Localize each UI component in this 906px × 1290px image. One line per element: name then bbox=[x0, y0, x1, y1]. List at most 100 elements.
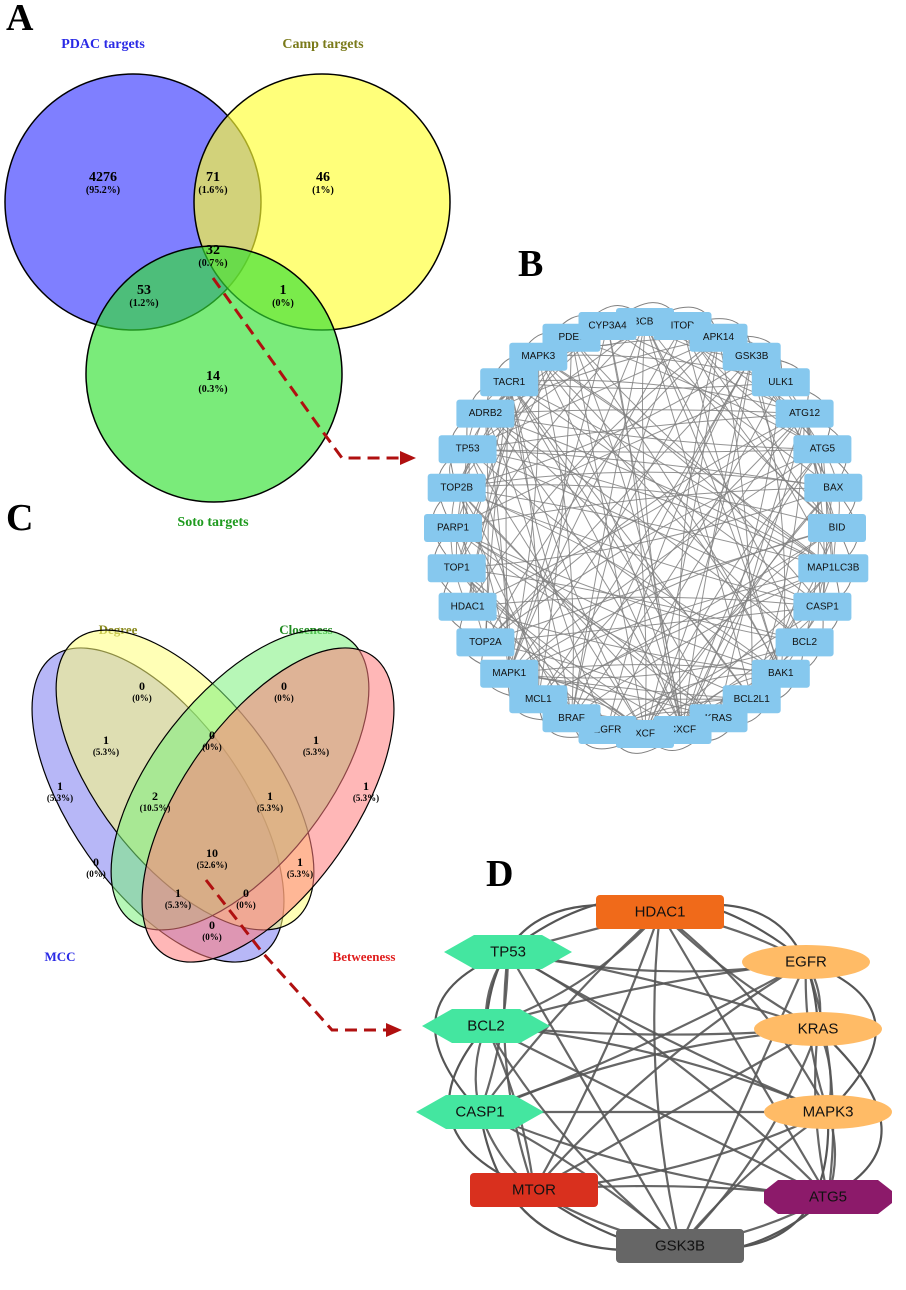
network-node-tp53[interactable]: TP53 bbox=[438, 435, 497, 464]
network-edge bbox=[682, 382, 782, 731]
region-percent: (0%) bbox=[272, 298, 294, 309]
venn3-region-camp-soto: 1 (0%) bbox=[272, 283, 294, 309]
region-percent: (5.3%) bbox=[47, 793, 73, 803]
network-node-gsk3b[interactable]: GSK3B bbox=[616, 1229, 744, 1263]
dashed-arrow-line bbox=[204, 879, 388, 1032]
venn4-region-degree-mcc: 1(5.3%) bbox=[93, 733, 119, 757]
network-edge bbox=[508, 337, 719, 675]
network-edge bbox=[485, 413, 805, 643]
network-edge bbox=[508, 382, 719, 719]
network-node-gsk3b[interactable]: GSK3B bbox=[722, 342, 781, 371]
node-box bbox=[480, 368, 539, 397]
venn4-region-mcc-betweeness: 0(0%) bbox=[202, 918, 222, 942]
network-edge bbox=[456, 487, 834, 569]
network-node-cyp3a4[interactable]: CYP3A4 bbox=[578, 312, 637, 340]
node-label: BCL2L1 bbox=[734, 694, 771, 705]
venn3-region-soto-only: 14 (0.3%) bbox=[198, 369, 227, 395]
network-node-tacr1[interactable]: TACR1 bbox=[480, 368, 539, 397]
network-node-egfr[interactable]: EGFR bbox=[742, 945, 870, 979]
network-node-mcl1[interactable]: MCL1 bbox=[509, 685, 568, 714]
network-edge bbox=[682, 356, 753, 731]
network-edge bbox=[533, 961, 807, 1191]
node-label: MAPK3 bbox=[803, 1104, 854, 1121]
venn4-region-degree-closeness-betweeness: 1(5.3%) bbox=[257, 789, 283, 813]
region-percent: (0%) bbox=[202, 932, 222, 942]
region-count: 14 bbox=[206, 369, 220, 384]
network-edge bbox=[537, 356, 805, 643]
network-edge bbox=[644, 448, 823, 735]
venn3-region-pdac-soto: 53 (1.2%) bbox=[129, 283, 158, 309]
node-label: BAK1 bbox=[768, 668, 794, 679]
node-box bbox=[751, 659, 810, 688]
region-percent: (0%) bbox=[274, 693, 294, 703]
network-edge bbox=[644, 567, 834, 735]
network-edge bbox=[508, 321, 646, 674]
network-edge bbox=[484, 337, 719, 643]
network-node-casp1[interactable]: CASP1 bbox=[793, 592, 852, 621]
network-edge bbox=[571, 337, 823, 450]
network-node-ulk1[interactable]: ULK1 bbox=[751, 368, 810, 397]
network-edge bbox=[644, 321, 838, 529]
network-node-mapk1[interactable]: MAPK1 bbox=[480, 659, 539, 688]
network-edge bbox=[607, 325, 683, 731]
set-title-betweeness: Betweeness bbox=[333, 949, 396, 964]
region-percent: (5.3%) bbox=[257, 803, 283, 813]
network-node-bax[interactable]: BAX bbox=[804, 473, 863, 502]
node-shape bbox=[742, 945, 870, 979]
network-edge bbox=[682, 325, 838, 529]
network-edge bbox=[571, 337, 782, 674]
network-node-top1[interactable]: TOP1 bbox=[427, 554, 486, 583]
node-box bbox=[808, 514, 866, 542]
network-edge bbox=[452, 527, 719, 719]
network-node-hdac1[interactable]: HDAC1 bbox=[596, 895, 724, 929]
region-count: 0 bbox=[93, 855, 99, 869]
network-edge bbox=[485, 413, 683, 731]
panel-a-venn3: A PDAC targets Camp targets Soto targets… bbox=[4, 0, 451, 530]
network-node-hdac1[interactable]: HDAC1 bbox=[438, 592, 497, 621]
region-percent: (5.3%) bbox=[93, 747, 119, 757]
node-box bbox=[438, 592, 497, 621]
node-label: ITOR bbox=[671, 321, 695, 332]
network-node-bak1[interactable]: BAK1 bbox=[751, 659, 810, 688]
node-label: TP53 bbox=[456, 444, 480, 455]
network-node-tp53[interactable]: TP53 bbox=[444, 935, 572, 969]
network-edge bbox=[485, 356, 753, 643]
region-percent: (1%) bbox=[312, 185, 334, 196]
region-count: 1 bbox=[297, 855, 303, 869]
network-edge bbox=[479, 911, 661, 1113]
node-label: XCF bbox=[635, 729, 655, 740]
region-percent: (0%) bbox=[86, 869, 106, 879]
network-node-adrb2[interactable]: ADRB2 bbox=[456, 399, 515, 428]
network-node-kras[interactable]: KRAS bbox=[754, 1012, 882, 1046]
network-node-mapk3[interactable]: MAPK3 bbox=[764, 1095, 892, 1129]
network-node-bcl2[interactable]: BCL2 bbox=[775, 628, 834, 657]
network-edge bbox=[537, 356, 782, 674]
region-percent: (5.3%) bbox=[165, 900, 191, 910]
network-edge bbox=[456, 471, 834, 489]
network-node-top2a[interactable]: TOP2A bbox=[456, 628, 515, 657]
network-node-bcl2[interactable]: BCL2 bbox=[422, 1009, 550, 1043]
set-title-pdac: PDAC targets bbox=[61, 37, 145, 52]
network-edge bbox=[607, 413, 805, 731]
network-node-parp1[interactable]: PARP1 bbox=[424, 514, 482, 542]
network-node-atg12[interactable]: ATG12 bbox=[775, 399, 834, 428]
network-node-atg5[interactable]: ATG5 bbox=[793, 435, 852, 464]
node-label: TOP2B bbox=[440, 482, 473, 493]
region-count: 10 bbox=[206, 846, 218, 860]
venn4-region-degree-betweeness: 1(5.3%) bbox=[287, 855, 313, 879]
network-edge bbox=[485, 413, 805, 643]
network-node-atg5[interactable]: ATG5 bbox=[764, 1180, 892, 1214]
network-node-bid[interactable]: BID bbox=[808, 514, 866, 542]
region-count: 2 bbox=[152, 789, 158, 803]
network-node-map1lc3b[interactable]: MAP1LC3B bbox=[798, 554, 869, 583]
network-node-top2b[interactable]: TOP2B bbox=[427, 473, 486, 502]
network-edge bbox=[485, 413, 823, 450]
node-label: HDAC1 bbox=[635, 904, 686, 921]
node-shape bbox=[422, 1009, 550, 1043]
network-node-casp1[interactable]: CASP1 bbox=[416, 1095, 544, 1129]
node-box bbox=[775, 628, 834, 657]
network-node-mtor[interactable]: MTOR bbox=[470, 1173, 598, 1207]
network-edge bbox=[678, 337, 719, 731]
network-edge bbox=[467, 413, 805, 608]
network-edge bbox=[456, 567, 683, 731]
